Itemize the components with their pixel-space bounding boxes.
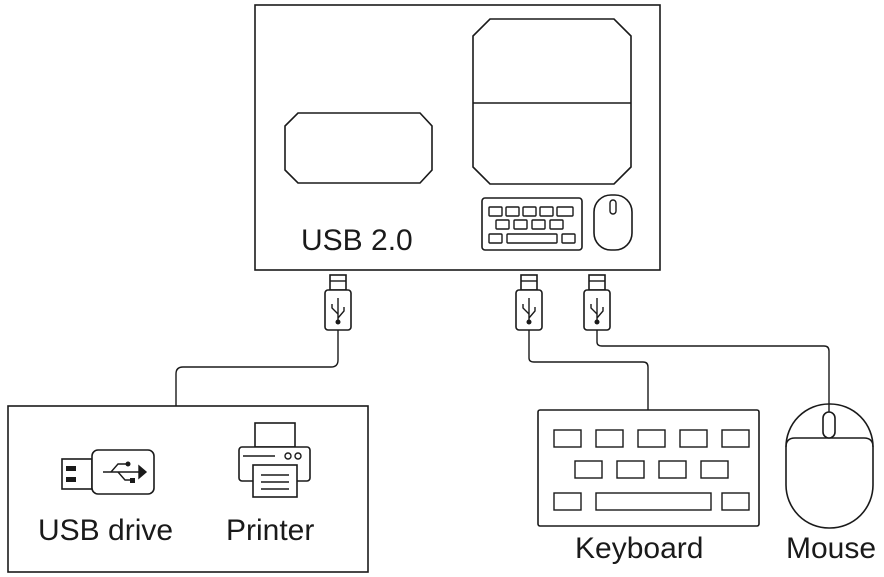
hub-keyboard-icon [481,197,583,251]
printer-label: Printer [226,514,314,547]
keyboard-icon [537,409,760,527]
usb-hub: USB 2.0 [254,4,661,271]
hub-label: USB 2.0 [301,224,413,257]
usb-drive-icon [61,449,155,495]
usb-plug-3 [583,274,611,331]
cable-to-devices-box [175,330,339,406]
usb-plug-1 [324,274,352,331]
hub-port-shape [284,112,433,184]
devices-box: USB drive Printer [7,405,369,573]
mouse-label: Mouse [786,532,876,565]
cable-to-keyboard [528,330,649,410]
keyboard-label: Keyboard [575,532,703,565]
mouse-icon [785,403,874,529]
usb-plug-2 [515,274,543,331]
cable-to-mouse [596,330,830,406]
printer-icon [238,422,311,498]
hub-mouse-icon [593,194,633,251]
hub-display-shape [472,18,632,185]
cables [175,330,830,410]
usb-drive-label: USB drive [38,514,173,547]
